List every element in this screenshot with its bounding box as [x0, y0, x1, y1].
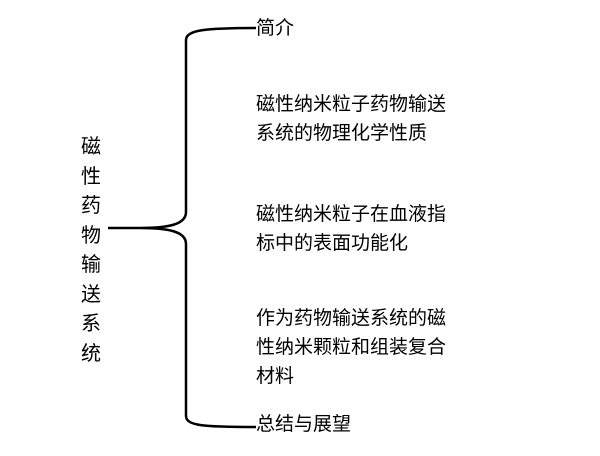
brace-path — [108, 26, 257, 429]
branch-line: 材料 — [256, 365, 295, 387]
root-char: 物 — [81, 222, 101, 247]
branch-physicochemical: 磁性纳米粒子药物输送 系统的物理化学性质 — [256, 90, 446, 148]
root-char: 系 — [81, 311, 101, 335]
root-char: 输 — [81, 252, 101, 276]
branch-line: 磁性纳米粒子药物输送 — [256, 93, 447, 115]
root-char: 磁 — [81, 134, 101, 158]
branch-surface-functionalization: 磁性纳米粒子在血液指 标中的表面功能化 — [256, 200, 446, 258]
branch-line: 标中的表面功能化 — [256, 232, 409, 254]
branch-line: 作为药物输送系统的磁 — [256, 307, 447, 329]
root-char: 药 — [81, 193, 101, 217]
branch-nanoparticles-composites: 作为药物输送系统的磁 性纳米颗粒和组装复合 材料 — [256, 304, 446, 391]
root-char: 性 — [81, 163, 101, 188]
branch-introduction: 简介 — [256, 14, 294, 43]
branch-line: 简介 — [256, 17, 295, 39]
branch-line: 总结与展望 — [256, 413, 352, 435]
root-char: 送 — [81, 281, 101, 306]
branch-line: 系统的物理化学性质 — [256, 122, 428, 144]
root-char: 统 — [81, 340, 101, 365]
branch-line: 磁性纳米粒子在血液指 — [256, 203, 447, 225]
branch-summary: 总结与展望 — [256, 410, 351, 439]
branch-line: 性纳米颗粒和组装复合 — [256, 336, 447, 358]
root-title: 磁 性 药 物 输 送 系 统 — [80, 132, 102, 368]
